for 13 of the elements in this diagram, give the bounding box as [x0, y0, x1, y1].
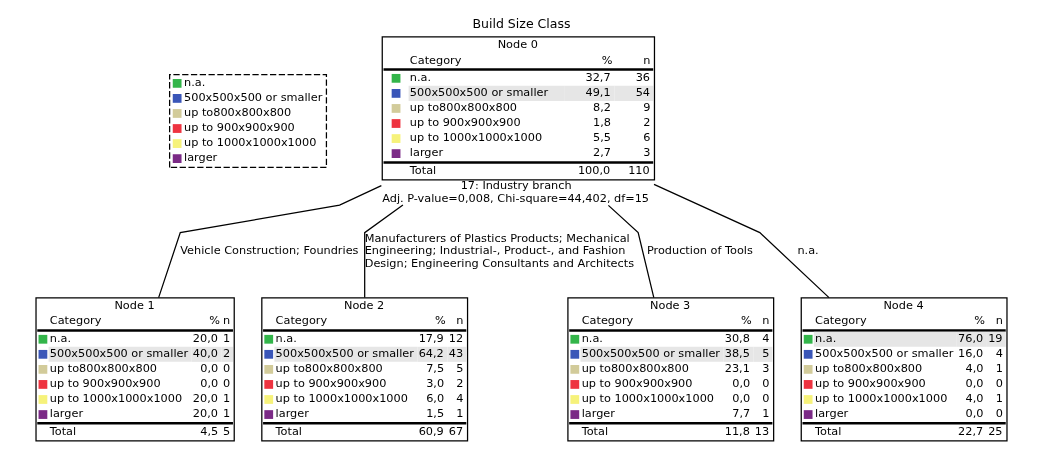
legend-label: up to 900x900x900 [183, 121, 295, 135]
node-label: 17: Industry branch [460, 178, 572, 192]
edge-label: Manufacturers of Plastics Products; Mechanical Engineering; Industrial-, Product-, and Fashion Design; Engineering Consultants and Architects [364, 231, 634, 270]
edge-label: Production of Tools [646, 244, 753, 258]
node-label: Adj. P-value=0,008, Chi-square=44,402, df=15 [381, 191, 649, 205]
legend-label: 500x500x500 or smaller [183, 91, 322, 105]
legend-label: larger [183, 151, 217, 165]
legend-label: n.a. [183, 76, 205, 90]
edge-label: Vehicle Construction; Foundries [179, 244, 358, 258]
legend-label: up to800x800x800 [183, 106, 291, 120]
edge-label: n.a. [796, 244, 819, 258]
diagram-title: Build Size Class [471, 16, 571, 32]
legend-label: up to 1000x1000x1000 [183, 136, 316, 150]
